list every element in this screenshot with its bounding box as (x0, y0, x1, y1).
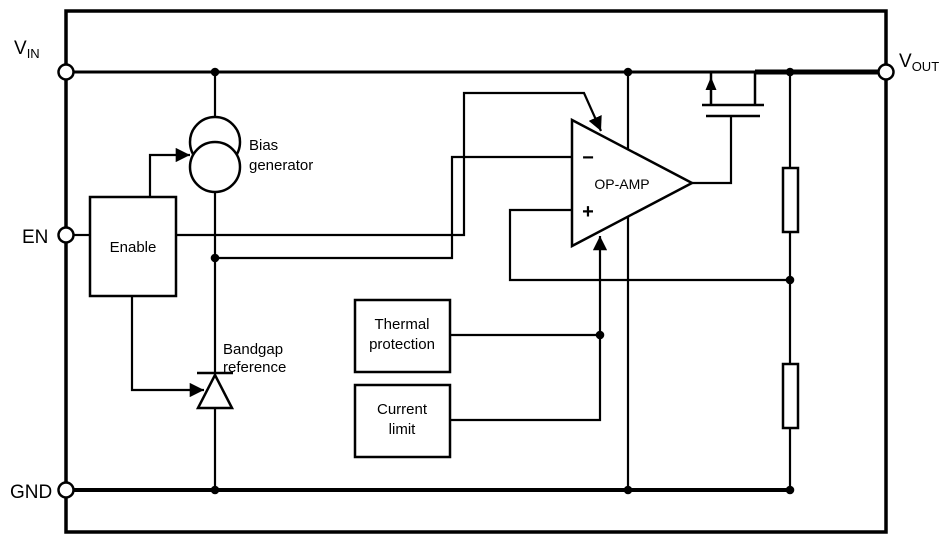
opamp-label: OP-AMP (594, 176, 649, 192)
thermal-label-line2: protection (369, 336, 435, 353)
en-pin (57, 226, 75, 244)
current-limit-output-wire (451, 236, 608, 422)
feedback-resistor-bottom (781, 362, 800, 430)
vin-label: VIN (14, 38, 40, 61)
junction-dot (210, 253, 220, 263)
vin-pin (57, 63, 75, 81)
signal-wires (74, 72, 792, 490)
en-label: EN (22, 227, 48, 248)
junction-dot (785, 275, 795, 285)
enable-block-label: Enable (110, 239, 157, 256)
feedback-to-noninverting-input-wire (508, 208, 790, 282)
bias-generator-label-line1: Bias (249, 137, 278, 154)
package-pins (57, 63, 895, 499)
current-limit-label-line2: limit (389, 421, 416, 438)
gnd-pin (57, 481, 75, 499)
bias-generator-symbol (188, 115, 242, 194)
junction-dot (595, 330, 605, 340)
junction-dot (210, 67, 220, 77)
feedback-resistor-top (781, 166, 800, 234)
opamp-noninverting-input-mark: + (582, 201, 594, 223)
bandgap-label-line2: reference (223, 359, 286, 376)
enable-to-bias-wire (148, 147, 190, 197)
junction-dot (785, 485, 795, 495)
diode-triangle (195, 372, 235, 410)
pass-transistor (702, 72, 764, 118)
opamp-inverting-input-mark: − (582, 147, 594, 169)
bandgap-diode-symbol (195, 371, 235, 410)
junction-dots (210, 67, 795, 495)
current-limit-label-line1: Current (377, 401, 428, 418)
vout-label: VOUT (899, 51, 939, 74)
junction-dot (623, 67, 633, 77)
gnd-label: GND (10, 482, 52, 503)
thermal-protection-block (353, 298, 452, 374)
enable-to-opamp-wire (176, 91, 603, 237)
opamp-output-to-gate-wire (692, 116, 733, 185)
junction-dot (623, 485, 633, 495)
enable-to-bandgap-wire (130, 296, 204, 398)
bandgap-label-line1: Bandgap (223, 341, 283, 358)
opamp-triangle (570, 117, 695, 249)
junction-dot (785, 67, 795, 77)
bias-circle-bottom (188, 140, 242, 194)
reference-to-inverting-input-wire (215, 155, 572, 260)
vout-pin (877, 63, 895, 81)
bias-generator-label-line2: generator (249, 157, 313, 174)
thermal-label-line1: Thermal (374, 316, 429, 333)
power-rails (74, 69, 878, 492)
current-limit-block (353, 383, 452, 459)
chip-boundary (64, 9, 888, 534)
enable-block (88, 195, 178, 298)
mosfet-source-arrow-icon (705, 77, 717, 90)
junction-dot (210, 485, 220, 495)
